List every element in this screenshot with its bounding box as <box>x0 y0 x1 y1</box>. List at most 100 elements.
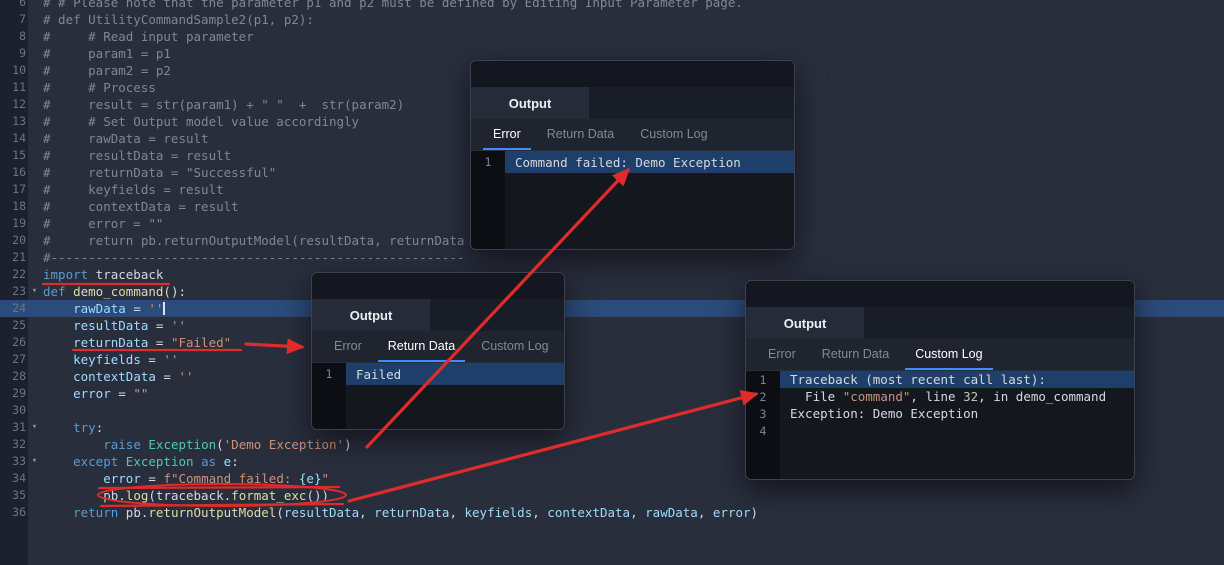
subtab-return-data[interactable]: Return Data <box>377 331 466 362</box>
code-token: , <box>359 505 375 520</box>
fold-gutter <box>26 147 43 164</box>
code-line-7[interactable]: 7# def UtilityCommandSample2(p1, p2): <box>0 11 1224 28</box>
code-token: Traceback (most recent call last): <box>790 372 1046 387</box>
tab-output[interactable]: Output <box>746 307 864 339</box>
code-line-17[interactable]: 17# keyfields = result <box>0 181 1224 198</box>
code-line-15[interactable]: 15# resultData = result <box>0 147 1224 164</box>
code-line-19[interactable]: 19# error = "" <box>0 215 1224 232</box>
output-line-number: 1 <box>484 155 492 169</box>
output-row[interactable]: 4 <box>746 422 1134 439</box>
output-subtabs: Error Return Data Custom Log <box>471 119 794 151</box>
code-token: # # Please note that the parameter p1 an… <box>43 0 743 10</box>
panel-title-bar[interactable] <box>312 273 564 299</box>
code-line-23[interactable]: 23▾def demo_command(): <box>0 283 1224 300</box>
code-line-26[interactable]: 26 returnData = "Failed" <box>0 334 1224 351</box>
code-line-16[interactable]: 16# returnData = "Successful" <box>0 164 1224 181</box>
output-row[interactable]: 1 Traceback (most recent call last): <box>746 371 1134 388</box>
code-line-10[interactable]: 10# param2 = p2 <box>0 62 1224 79</box>
code-token: pb. <box>118 505 149 520</box>
code-line-12[interactable]: 12 # result = str(param1) + " " + str(par… <box>0 96 1224 113</box>
code-token: "Failed" <box>170 335 232 350</box>
subtab-custom-log[interactable]: Custom Log <box>640 126 708 141</box>
code-line-30[interactable]: 30 <box>0 402 1224 419</box>
code-text: # param1 = p1 <box>43 45 1224 62</box>
output-line-number: 1 <box>325 367 333 381</box>
code-text: # # Read input parameter <box>43 28 1224 45</box>
code-token: error <box>73 386 111 401</box>
panel-title-bar[interactable] <box>471 61 794 87</box>
line-number: 32 <box>12 437 26 451</box>
code-line-14[interactable]: 14# rawData = result <box>0 130 1224 147</box>
code-line-9[interactable]: 9# param1 = p1 <box>0 45 1224 62</box>
code-line-21[interactable]: 21#-------------------------------------… <box>0 249 1224 266</box>
line-number: 10 <box>12 63 26 77</box>
fold-gutter <box>26 113 43 130</box>
fold-chevron-icon[interactable]: ▾ <box>31 422 38 432</box>
code-line-18[interactable]: 18# contextData = result <box>0 198 1224 215</box>
code-line-27[interactable]: 27 keyfields = '' <box>0 351 1224 368</box>
subtab-error[interactable]: Error <box>483 119 531 150</box>
code-line-31[interactable]: 31▾ try: <box>0 419 1224 436</box>
output-row[interactable]: 2 File "command", line 32, in demo_comma… <box>746 388 1134 405</box>
subtab-return-data[interactable]: Return Data <box>821 346 890 361</box>
code-line-33[interactable]: 33▾ except Exception as e: <box>0 453 1224 470</box>
panel-title-bar[interactable] <box>746 281 1134 307</box>
tab-output[interactable]: Output <box>312 299 430 331</box>
code-line-13[interactable]: 13# # Set Output model value accordingly <box>0 113 1224 130</box>
output-row[interactable]: 1 Failed <box>312 363 564 385</box>
code-line-36[interactable]: 36 return pb.returnOutputModel(resultDat… <box>0 504 1224 521</box>
line-number: 16 <box>12 165 26 179</box>
code-text: error = "" <box>43 385 1224 402</box>
code-token: 32 <box>963 389 979 404</box>
code-line-35[interactable]: 35 pb.log(traceback.format_exc()) <box>0 487 1224 504</box>
code-token: resultData <box>73 318 149 333</box>
code-line-6[interactable]: 6# # Please note that the parameter p1 a… <box>0 0 1224 11</box>
subtab-return-data[interactable]: Return Data <box>546 126 615 141</box>
code-token: = <box>148 318 171 333</box>
subtab-error[interactable]: Error <box>768 346 796 361</box>
code-line-32[interactable]: 32 raise Exception('Demo Exception') <box>0 436 1224 453</box>
fold-gutter <box>26 198 43 215</box>
code-line-34[interactable]: 34 error = f"Command failed: {e}" <box>0 470 1224 487</box>
line-number: 27 <box>12 352 26 366</box>
subtab-custom-log[interactable]: Custom Log <box>905 339 993 370</box>
code-text: # result = str(param1) + " " + str(param… <box>43 96 1224 113</box>
code-token: (): <box>163 284 186 299</box>
code-token <box>43 335 73 350</box>
code-text: # rawData = result <box>43 130 1224 147</box>
code-line-29[interactable]: 29 error = "" <box>0 385 1224 402</box>
code-text: # resultData = result <box>43 147 1224 164</box>
line-number: 12 <box>12 97 26 111</box>
code-token <box>43 318 73 333</box>
output-line-number: 3 <box>759 406 767 421</box>
line-number: 30 <box>12 403 26 417</box>
code-text: error = f"Command failed: {e}" <box>43 470 1224 487</box>
line-number: 18 <box>12 199 26 213</box>
code-token: demo_command <box>73 284 164 299</box>
output-line-text: Command failed: Demo Exception <box>505 155 741 170</box>
code-line-11[interactable]: 11# # Process <box>0 79 1224 96</box>
code-line-8[interactable]: 8 # # Read input parameter <box>0 28 1224 45</box>
fold-gutter <box>26 232 43 249</box>
code-line-28[interactable]: 28 contextData = '' <box>0 368 1224 385</box>
output-row[interactable]: 1 Command failed: Demo Exception <box>471 151 794 173</box>
fold-chevron-icon[interactable]: ▾ <box>31 286 38 296</box>
output-row[interactable]: 3 Exception: Demo Exception <box>746 405 1134 422</box>
code-token: keyfields <box>464 505 533 520</box>
line-number: 25 <box>12 318 26 332</box>
text-cursor <box>163 302 166 315</box>
panel-tab-row: Output <box>471 87 794 119</box>
fold-gutter <box>26 181 43 198</box>
subtab-error[interactable]: Error <box>334 338 362 353</box>
line-number: 31 <box>12 420 26 434</box>
code-token: = <box>110 386 134 401</box>
code-line-25[interactable]: 25 resultData = '' <box>0 317 1224 334</box>
code-text: return pb.returnOutputModel(resultData, … <box>43 504 1224 521</box>
fold-chevron-icon[interactable]: ▾ <box>31 456 38 466</box>
tab-output[interactable]: Output <box>471 87 589 119</box>
subtab-custom-log[interactable]: Custom Log <box>481 338 549 353</box>
code-token: Command failed: Demo Exception <box>515 154 741 170</box>
code-token: '' <box>170 318 187 333</box>
line-number: 8 <box>19 29 26 43</box>
